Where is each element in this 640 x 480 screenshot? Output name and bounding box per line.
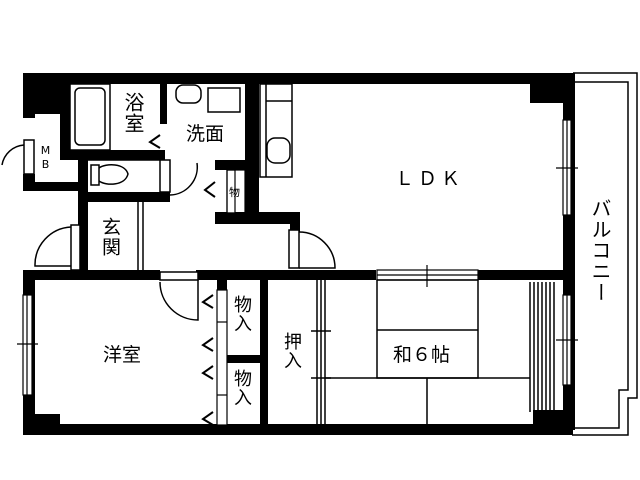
room-label-washroom: 洗面	[186, 123, 225, 145]
room-label-mb: MB	[39, 144, 52, 172]
fixtures	[69, 83, 293, 194]
room-label-closet-1: 物入	[231, 295, 252, 333]
room-label-storage-small: 物	[229, 186, 240, 199]
room-label-ldk: ＬＤＫ	[395, 168, 465, 190]
doors	[1, 139, 336, 321]
windows	[17, 119, 578, 396]
room-label-western-room: 洋室	[103, 344, 142, 366]
room-label-oshiire: 押入	[281, 332, 302, 370]
room-label-balcony: バルコニー	[588, 198, 612, 303]
interior-walls	[23, 84, 575, 430]
room-label-closet-2: 物入	[231, 369, 252, 407]
room-label-japanese-room: 和６帖	[393, 344, 451, 366]
exterior-walls	[23, 73, 575, 435]
closet-door-panels	[216, 169, 246, 426]
closet-door-markers	[148, 134, 216, 426]
room-label-entrance: 玄関	[99, 217, 121, 257]
tatami-lines	[311, 279, 555, 424]
room-label-bath: 浴室	[121, 92, 145, 134]
balcony-outline	[572, 72, 638, 436]
